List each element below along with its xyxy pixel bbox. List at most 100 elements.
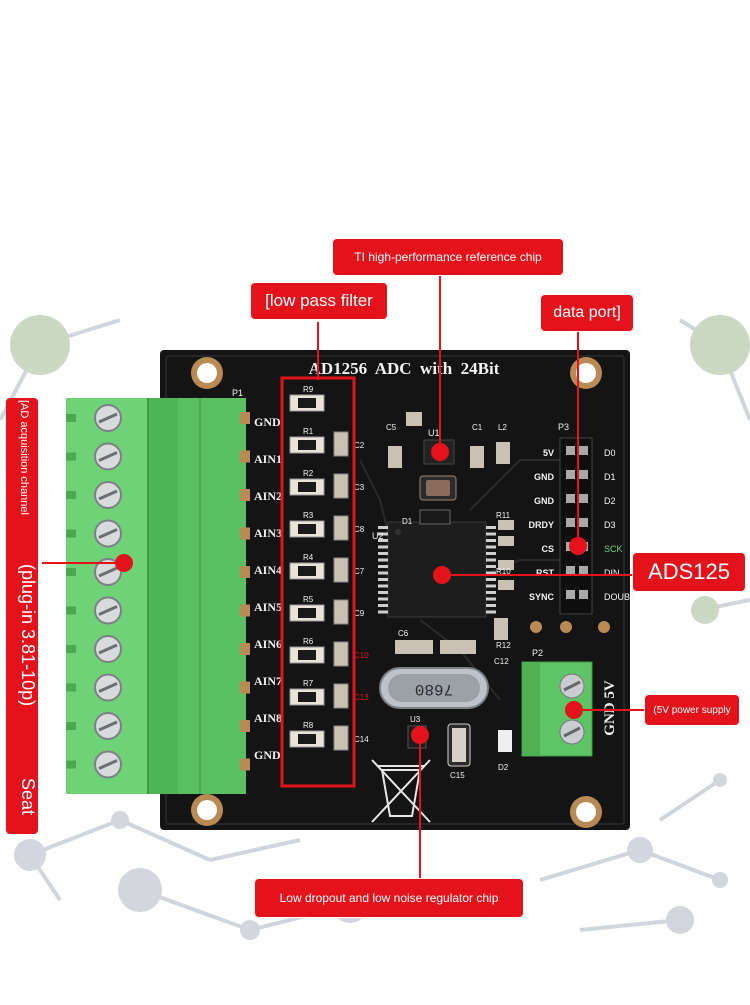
resistor-label: R8 [303,721,314,730]
pin-label-2: AIN2 [254,489,282,503]
header-left-pin: GND [534,472,555,482]
header-pin[interactable] [579,590,588,599]
capacitor-label: C7 [354,567,365,576]
terminal-screw[interactable] [66,519,250,548]
callout-reference-chip: TI high-performance reference chip [332,238,564,276]
capacitor-label: C13 [354,693,369,702]
header-right-pin: SCK [604,544,623,554]
seat-text: Seat [18,778,38,816]
header-pin[interactable] [579,494,588,503]
ad-channel-text: [AD acquisition channel [18,400,30,515]
capacitor: C13 [333,683,369,709]
terminal-screw[interactable] [66,558,250,586]
label-c5: C5 [386,423,397,432]
header-right-pin: D3 [604,520,616,530]
resistor-label: R5 [303,595,314,604]
pin-label-0: GND [254,415,281,429]
plugin-text: (plug-in 3.81-10p) [18,564,38,707]
capacitor-label: C8 [354,525,365,534]
header-pin[interactable] [566,518,575,527]
capacitor: C8 [333,515,365,541]
callout-power-supply: (5V power supply [644,694,740,726]
pin-label-6: AIN6 [254,637,282,651]
terminal-screw[interactable] [66,442,250,471]
header-left-pin: CS [541,544,554,554]
header-pin[interactable] [566,470,575,479]
pin-label-7: AIN7 [254,674,282,688]
capacitor: C14 [333,725,369,751]
p2-label: P2 [532,648,543,658]
resistor: R2 [289,469,325,496]
terminal-screw[interactable] [66,481,250,509]
label-c12: C12 [494,657,509,666]
resistor: R4 [289,553,325,580]
terminal-screw[interactable] [66,635,250,663]
capacitor-label: C10 [354,651,369,660]
molecule-nodes [10,315,750,940]
header-left-pin: 5V [543,448,554,458]
label-c1: C1 [472,423,483,432]
header-right-pin: DIN [604,568,620,578]
capacitor-label: C3 [354,483,365,492]
pin-label-8: AIN8 [254,711,282,725]
u2-label: U2 [372,531,384,541]
pin-label-5: AIN5 [254,600,282,614]
terminal-screw[interactable] [66,596,250,625]
header-pin[interactable] [566,566,575,575]
header-right-pin: D2 [604,496,616,506]
header-right-pin: DOUBT [604,592,636,602]
header-left-pin: SYNC [529,592,555,602]
callout-regulator-chip: Low dropout and low noise regulator chip [254,878,524,918]
callout-data-port: data port] [540,294,634,332]
capacitor: C7 [333,557,365,583]
crystal-oscillator: 7680 [379,667,489,709]
capacitor: C3 [333,473,365,499]
header-pin[interactable] [579,446,588,455]
molecule-background [0,318,750,932]
header-pin[interactable] [566,590,575,599]
terminal-screw[interactable] [66,404,250,432]
capacitor: C10 [333,641,369,667]
capacitor-label: C9 [354,609,365,618]
capacitor-label: C14 [354,735,369,744]
header-left-pin: GND [534,496,555,506]
resistor: R6 [289,637,325,664]
header-label: P3 [558,422,569,432]
label-c6: C6 [398,629,409,638]
capacitor-label: C2 [354,441,365,450]
pin-label-1: AIN1 [254,452,282,466]
power-pin-label: GND 5V [602,680,618,736]
header-pin[interactable] [579,470,588,479]
resistor-label: R7 [303,679,314,688]
header-left-labels: 5V GND GND DRDY CS RST SYNC [528,448,554,602]
resistor-label: R3 [303,511,314,520]
label-r12: R12 [496,641,511,650]
header-left-pin: DRDY [528,520,554,530]
resistor: R8 [289,721,325,748]
board-title: AD1256 ADC with 24Bit [309,359,500,378]
header-pin[interactable] [566,446,575,455]
pin-label-4: AIN4 [254,563,282,577]
resistor: R3 [289,511,325,538]
label-c15: C15 [450,771,465,780]
terminal-screw[interactable] [66,750,250,779]
resistor-label: R6 [303,637,314,646]
terminal-screw[interactable] [66,673,250,702]
label-r10: R10 [496,567,511,576]
header-pin[interactable] [579,566,588,575]
misc-components [388,412,610,767]
adc-chip-u2: U2 [372,521,496,618]
header-pin[interactable] [566,494,575,503]
capacitor: C2 [333,431,365,457]
terminal-screw[interactable] [66,712,250,740]
header-left-pin: RST [536,568,555,578]
callout-leaders [42,275,646,880]
capacitor: C9 [333,599,365,625]
callout-ads-chip: ADS125 [632,552,746,592]
pcb-board: AD1256 ADC with 24Bit P1 GNDAIN1AIN2AIN3… [160,350,636,830]
terminal-block-10p [66,398,250,794]
resistor: R7 [289,679,325,706]
header-pin[interactable] [579,518,588,527]
